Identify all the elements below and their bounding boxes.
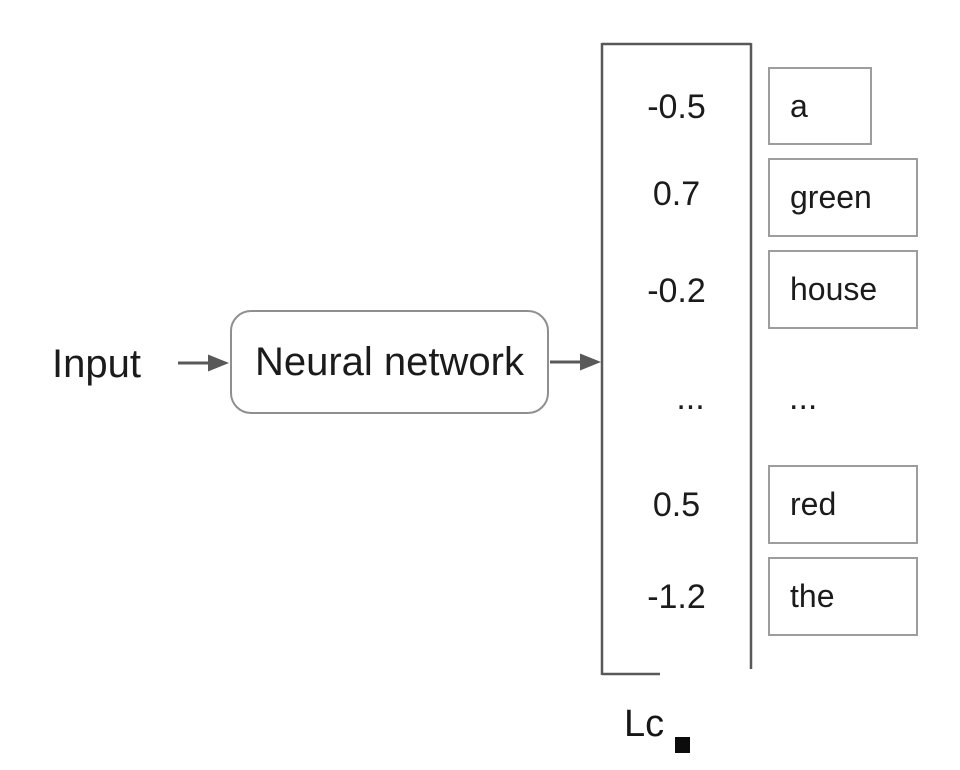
caption-typing-cursor (675, 737, 690, 753)
token-label: green (790, 179, 872, 215)
logit-values-ellipsis: ... (676, 379, 705, 417)
caption-text: Lc (624, 703, 665, 745)
logit-value: 0.7 (652, 175, 701, 213)
logit-value: -0.5 (647, 88, 706, 126)
logit-value: -1.2 (647, 578, 706, 616)
token-box-green: green (768, 158, 918, 237)
token-label: a (790, 87, 808, 124)
logit-value: 0.5 (652, 486, 701, 524)
neural-network-box: Neural network (230, 310, 549, 414)
token-label: house (790, 271, 878, 307)
logit-value: -0.2 (647, 272, 706, 310)
arrow-input-to-network (178, 354, 229, 372)
token-label: the (790, 578, 835, 614)
input-label: Input (52, 342, 141, 386)
token-box-red: red (768, 465, 918, 544)
arrow-network-to-logits (550, 353, 601, 371)
token-box-a: a (768, 67, 872, 145)
token-label: red (790, 486, 837, 522)
token-box-house: house (768, 250, 918, 329)
neural-network-label: Neural network (254, 339, 524, 384)
token-list-ellipsis: ... (789, 379, 818, 417)
token-box-the: the (768, 557, 918, 636)
